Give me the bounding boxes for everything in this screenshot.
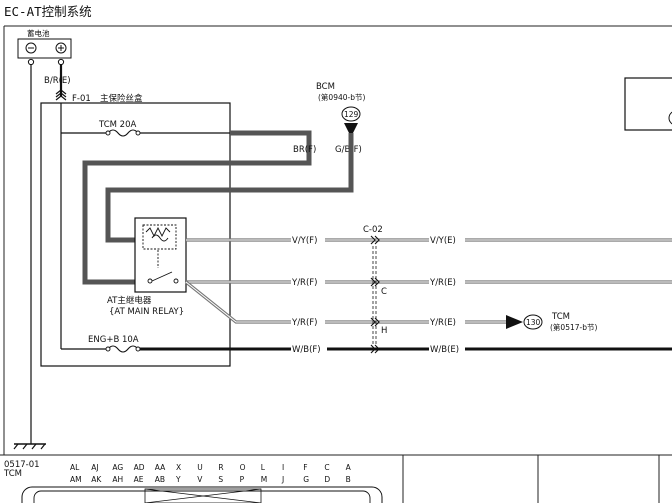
connector-pin-label: L — [261, 463, 266, 472]
bcm-connector-icon: 129 — [341, 106, 361, 133]
connector-pin-label: C — [324, 463, 329, 472]
connector-pin-label: O — [240, 463, 246, 472]
tcm-ref-section: (第0517-b节) — [550, 322, 597, 332]
wire-br-label: BR(F) — [293, 145, 316, 155]
connector-pin-label: AH — [112, 475, 123, 484]
connector-pin-label: AM — [70, 475, 82, 484]
connector-code: C-02 — [363, 225, 383, 235]
fuse-box-code: F-01 — [72, 94, 91, 104]
ground-icon — [13, 443, 46, 450]
connector-pin-label: R — [218, 463, 223, 472]
connector-pin-label: AL — [70, 463, 80, 472]
connector-pin-h: H — [381, 326, 387, 336]
connector-pin-label: J — [281, 475, 284, 484]
connector-pin-label: AG — [112, 463, 123, 472]
connector-pin-label: AB — [155, 475, 165, 484]
bcm-name: BCM — [316, 82, 335, 92]
battery-label: 蓄电池 — [27, 28, 50, 38]
connector-pin-label: A — [346, 463, 352, 472]
wire-vy-e-label: V/Y(E) — [430, 236, 456, 246]
harness-gb — [105, 133, 354, 243]
connector-outline — [21, 486, 383, 503]
connector-pin-label: AA — [155, 463, 166, 472]
connector-chevron-icon — [370, 235, 380, 354]
fuse-box-name: 主保险丝盒 — [100, 93, 143, 104]
relay-switch-icon — [151, 271, 173, 282]
connector-pin-label: D — [324, 475, 330, 484]
fuse-box-link-icon — [55, 89, 67, 101]
bottom-connector-code: 0517-01 — [4, 460, 40, 470]
connector-pin-label: F — [303, 463, 307, 472]
component-pin-icon — [668, 111, 672, 125]
connector-pin-label: AJ — [91, 463, 98, 472]
fuse-tcm-label: TCM 20A — [98, 120, 136, 130]
connector-pin-label: G — [303, 475, 309, 484]
tcm-pin: 130 — [526, 318, 541, 327]
bottom-connector-name: TCM — [3, 469, 22, 479]
relay-resistor-icon — [145, 226, 171, 238]
battery-wire-label: B/R(E) — [44, 76, 71, 86]
connector-pin-label: X — [176, 463, 181, 472]
page-title: EC-AT控制系统 — [4, 4, 92, 19]
relay-coil-icon — [151, 234, 169, 242]
connector-pin-label: P — [240, 475, 245, 484]
wire-vy-f-label: V/Y(F) — [292, 236, 317, 246]
battery: 蓄电池 — [17, 28, 72, 66]
connector-pin-label: I — [282, 463, 284, 472]
connector-latch — [144, 488, 262, 503]
wire-wb-f-label: W/B(F) — [292, 345, 321, 355]
relay-name-en: {AT MAIN RELAY} — [109, 307, 184, 317]
bcm-ref: (第0940-b节) — [318, 92, 365, 102]
connector-pin-label: Y — [175, 475, 181, 484]
harness-br — [82, 130, 312, 285]
connector-pin-label: S — [218, 475, 223, 484]
wire-gb-label: G/B(F) — [335, 145, 362, 155]
connector-pin-c: C — [381, 287, 387, 297]
wire-yr-2 — [185, 280, 506, 324]
fuse-eng-icon — [107, 345, 139, 353]
wire-yr-f1-label: Y/R(F) — [291, 278, 317, 288]
pin-row-1: AL AJ AG AD AA X U R O L I F C A — [70, 463, 352, 472]
tcm-pin-icon — [523, 314, 543, 330]
svg-text:129: 129 — [344, 110, 359, 119]
connector-pin-label: M — [261, 475, 267, 484]
relay-name: AT主继电器 — [107, 295, 152, 306]
connector-pin-label: B — [346, 475, 351, 484]
wire-yr-e2-label: Y/R(E) — [429, 318, 456, 328]
pin-row-2: AM AK AH AE AB Y V S P M J G D B — [70, 475, 351, 484]
wire-yr-e1-label: Y/R(E) — [429, 278, 456, 288]
connector-pin-label: AK — [91, 475, 102, 484]
component-box-right — [624, 77, 672, 131]
connector-pin-label: AD — [134, 463, 145, 472]
fuse-eng-label: ENG+B 10A — [88, 335, 139, 345]
wire-yr-f2-label: Y/R(F) — [291, 318, 317, 328]
tcm-ref-name: TCM — [551, 312, 570, 322]
wire-wb-e-label: W/B(E) — [430, 345, 459, 355]
tcm-arrow-icon — [506, 315, 523, 329]
at-main-relay — [134, 217, 187, 293]
fuse-tcm-icon — [107, 129, 139, 137]
connector-pin-label: V — [197, 475, 203, 484]
connector-pin-label: AE — [134, 475, 144, 484]
fuse-box-frame — [40, 102, 231, 367]
connector-pin-label: U — [197, 463, 203, 472]
